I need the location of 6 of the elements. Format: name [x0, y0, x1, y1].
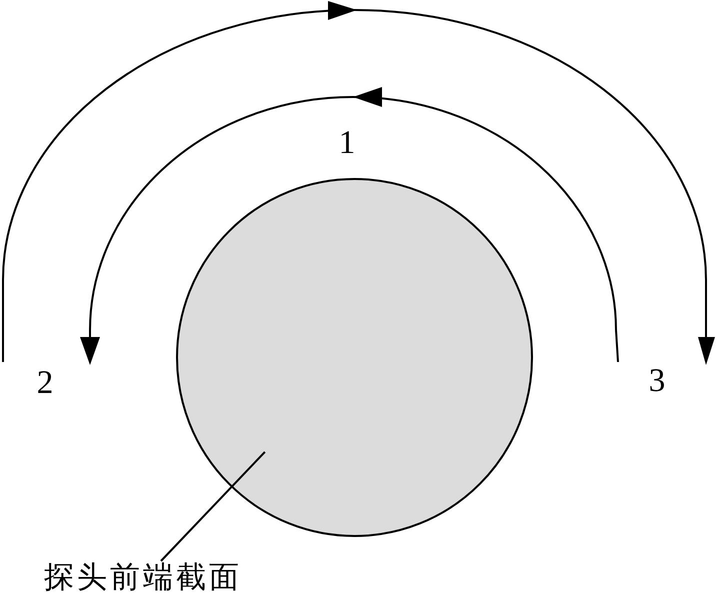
callout-number: 1	[338, 126, 356, 160]
leader-line	[160, 451, 266, 562]
callout-number: 2	[36, 366, 54, 400]
cross-section-disc	[176, 178, 533, 537]
callout-label: 探头前端截面	[36, 561, 250, 597]
callout-number: 3	[648, 364, 666, 398]
